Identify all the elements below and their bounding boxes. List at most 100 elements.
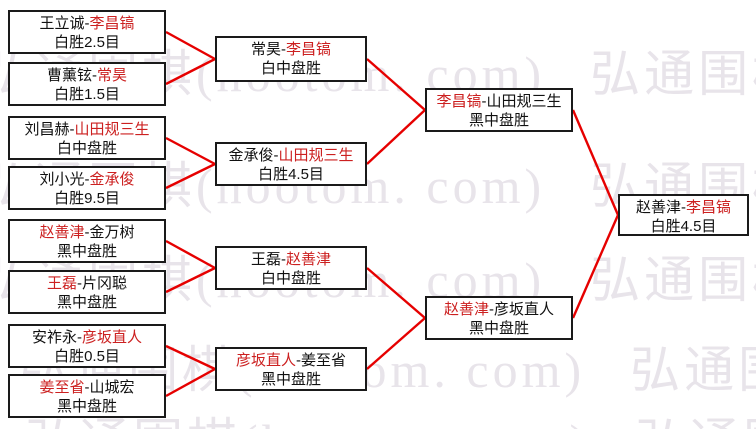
connector-line <box>165 266 216 294</box>
player-name: 彦坂直人 <box>494 301 555 318</box>
match-box-r1-2: 曹薰铉-常昊 白胜1.5目 <box>8 62 166 106</box>
match-box-r2-2: 金承俊-山田规三生 白胜4.5目 <box>215 142 367 186</box>
match-box-r2-4: 彦坂直人-姜至省 黑中盘胜 <box>215 347 367 391</box>
match-players: 赵善津-李昌镐 <box>620 198 747 217</box>
match-players: 彦坂直人-姜至省 <box>217 351 365 370</box>
connector-line <box>165 57 216 86</box>
match-result: 黑中盘胜 <box>468 112 529 129</box>
match-box-r1-4: 刘小光-金承俊 白胜9.5目 <box>8 166 166 210</box>
player-name: 赵善津 <box>443 301 489 318</box>
player-name: 刘小光 <box>39 171 85 188</box>
match-players: 安祚永-彦坂直人 <box>10 328 164 347</box>
separator: - <box>92 67 97 84</box>
watermark-text: 弘通围棋(hootom. com) <box>590 252 756 308</box>
player-name: 姜至省 <box>39 379 85 396</box>
player-name: 李昌镐 <box>286 41 332 58</box>
player-name: 李昌镐 <box>436 93 482 110</box>
connector-line <box>165 344 216 371</box>
watermark-text: 弘通围棋(hootom. com) <box>635 414 756 429</box>
match-result: 黑中盘胜 <box>56 294 117 311</box>
player-name: 彦坂直人 <box>235 352 296 369</box>
separator: - <box>77 329 82 346</box>
player-name: 姜至省 <box>301 352 347 369</box>
match-result: 白胜1.5目 <box>54 86 120 103</box>
match-players: 赵善津-彦坂直人 <box>427 300 571 319</box>
connector-line <box>366 267 426 319</box>
player-name: 金万树 <box>89 224 135 241</box>
connector-line <box>165 30 216 61</box>
match-players: 赵善津-金万树 <box>10 223 164 242</box>
separator: - <box>273 147 279 164</box>
player-name: 赵善津 <box>286 251 332 268</box>
match-result: 白胜2.5目 <box>54 34 120 51</box>
match-result: 白胜9.5目 <box>54 190 120 207</box>
match-players: 常昊-李昌镐 <box>217 40 365 59</box>
match-players: 曹薰铉-常昊 <box>10 66 164 85</box>
player-name: 赵善津 <box>635 199 681 216</box>
separator: - <box>77 275 82 292</box>
match-result: 白中盘胜 <box>260 270 321 287</box>
separator: - <box>489 301 494 318</box>
connector-line <box>571 214 620 319</box>
match-result: 黑中盘胜 <box>56 398 117 415</box>
separator: - <box>84 171 90 188</box>
watermark-text: 弘通围棋(hootom. com) <box>630 342 756 398</box>
match-result: 白胜4.5目 <box>258 166 324 183</box>
match-result: 黑中盘胜 <box>56 243 117 260</box>
match-box-r1-6: 王磊-片冈聪 黑中盘胜 <box>8 270 166 314</box>
connector-line <box>366 58 426 111</box>
player-name: 金承俊 <box>228 147 274 164</box>
player-name: 王磊 <box>46 275 77 292</box>
separator: - <box>84 15 90 32</box>
connector-line <box>165 136 216 166</box>
match-players: 金承俊-山田规三生 <box>217 146 365 165</box>
player-name: 李昌镐 <box>686 199 732 216</box>
separator: - <box>84 224 90 241</box>
separator: - <box>69 121 75 138</box>
player-name: 山城宏 <box>89 379 135 396</box>
player-name: 金承俊 <box>89 171 135 188</box>
connector-line <box>165 367 216 398</box>
match-box-r3-1: 李昌镐-山田规三生 黑中盘胜 <box>425 88 573 132</box>
match-result: 白中盘胜 <box>56 140 117 157</box>
player-name: 山田规三生 <box>486 93 562 110</box>
match-players: 刘小光-金承俊 <box>10 170 164 189</box>
player-name: 片冈聪 <box>82 275 128 292</box>
watermark-text: 弘通围棋(hootom. com) <box>590 46 756 102</box>
match-result: 白胜0.5目 <box>54 348 120 365</box>
match-box-r1-3: 刘昌赫-山田规三生 白中盘胜 <box>8 116 166 160</box>
match-box-r1-1: 王立诚-李昌镐 白胜2.5目 <box>8 10 166 54</box>
match-box-r2-1: 常昊-李昌镐 白中盘胜 <box>215 36 367 82</box>
match-players: 李昌镐-山田规三生 <box>427 92 571 111</box>
separator: - <box>84 379 90 396</box>
match-box-r1-8: 姜至省-山城宏 黑中盘胜 <box>8 374 166 418</box>
match-players: 王磊-片冈聪 <box>10 274 164 293</box>
player-name: 曹薰铉 <box>46 67 92 84</box>
match-players: 姜至省-山城宏 <box>10 378 164 397</box>
match-players: 刘昌赫-山田规三生 <box>10 120 164 139</box>
match-box-final: 赵善津-李昌镐 白胜4.5目 <box>618 194 749 236</box>
player-name: 李昌镐 <box>89 15 135 32</box>
match-players: 王磊-赵善津 <box>217 250 365 269</box>
match-result: 白中盘胜 <box>260 60 321 77</box>
connector-line <box>165 162 216 190</box>
match-result: 黑中盘胜 <box>260 371 321 388</box>
player-name: 彦坂直人 <box>82 329 143 346</box>
player-name: 王立诚 <box>39 15 85 32</box>
separator: - <box>281 251 286 268</box>
player-name: 山田规三生 <box>278 147 354 164</box>
player-name: 安祚永 <box>31 329 77 346</box>
connector-line <box>366 109 426 165</box>
player-name: 山田规三生 <box>74 121 150 138</box>
match-result: 白胜4.5目 <box>650 218 717 235</box>
match-box-r3-2: 赵善津-彦坂直人 黑中盘胜 <box>425 296 573 340</box>
match-box-r1-5: 赵善津-金万树 黑中盘胜 <box>8 219 166 263</box>
player-name: 常昊 <box>250 41 281 58</box>
match-players: 王立诚-李昌镐 <box>10 14 164 33</box>
connector-line <box>366 317 426 370</box>
match-box-r1-7: 安祚永-彦坂直人 白胜0.5目 <box>8 324 166 368</box>
player-name: 刘昌赫 <box>24 121 70 138</box>
separator: - <box>281 41 286 58</box>
